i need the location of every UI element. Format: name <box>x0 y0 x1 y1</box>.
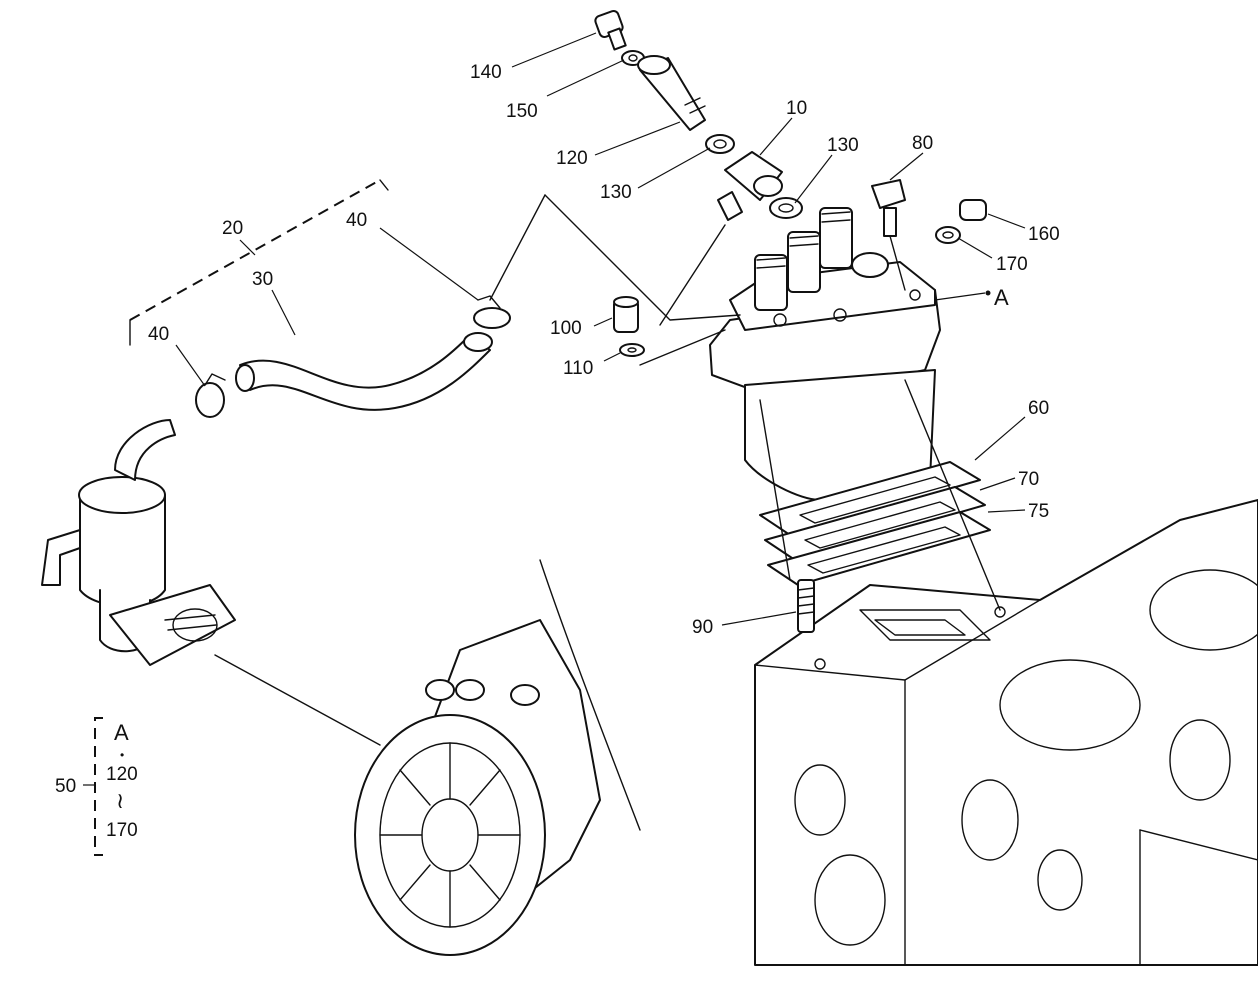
callout-40-upper: 40 <box>346 210 367 231</box>
legend-dot: • <box>120 748 124 762</box>
hose-clamp-upper <box>473 295 511 329</box>
callout-110: 110 <box>563 358 593 379</box>
callout-90: 90 <box>692 617 713 638</box>
legend-ref: A <box>114 720 129 745</box>
callout-170: 170 <box>996 254 1028 275</box>
callout-150: 150 <box>506 101 538 122</box>
leader-lines <box>83 32 1026 786</box>
washer-110 <box>619 343 645 357</box>
hose-clamp-lower <box>195 373 226 418</box>
legend-range: ≀ <box>116 788 124 813</box>
callout-20: 20 <box>222 218 243 239</box>
callout-30: 30 <box>252 269 273 290</box>
fuel-feed-pump <box>41 419 381 746</box>
washer-130-upper <box>705 134 735 154</box>
callout-130-upper: 130 <box>600 182 632 203</box>
callout-a: A <box>994 285 1009 310</box>
callout-130-lower: 130 <box>827 135 859 156</box>
callout-60: 60 <box>1028 398 1049 419</box>
screw-160 <box>959 199 987 221</box>
callout-80: 80 <box>912 133 933 154</box>
legend-bracket <box>94 717 103 856</box>
callout-10: 10 <box>786 98 807 119</box>
washer-170 <box>935 226 961 244</box>
gear-case <box>354 559 641 956</box>
legend-to: 170 <box>106 820 138 841</box>
callout-140: 140 <box>470 62 502 83</box>
callout-40-lower: 40 <box>148 324 169 345</box>
legend-from: 120 <box>106 764 138 785</box>
gasket-60 <box>759 461 981 536</box>
assembly-guide-lines <box>489 194 1001 611</box>
shim-75 <box>767 511 991 586</box>
screw-80 <box>871 179 906 237</box>
engine-block <box>754 499 1258 966</box>
injection-pump <box>709 207 941 501</box>
stud-bolt <box>797 579 815 633</box>
fuel-hose <box>235 332 493 411</box>
hollow-screw-140 <box>594 9 627 51</box>
callout-75: 75 <box>1028 501 1049 522</box>
fitting-100 <box>613 296 639 333</box>
reference-dot-a <box>985 290 991 296</box>
washer-130-lower <box>769 197 803 219</box>
legend-number: 50 <box>55 776 76 797</box>
eye-joint-10 <box>717 151 783 221</box>
callout-100: 100 <box>550 318 582 339</box>
callout-120: 120 <box>556 148 588 169</box>
eye-bolt-120 <box>637 55 706 131</box>
assembly-bracket-20 <box>129 179 389 346</box>
callout-70: 70 <box>1018 469 1039 490</box>
callout-160: 160 <box>1028 224 1060 245</box>
